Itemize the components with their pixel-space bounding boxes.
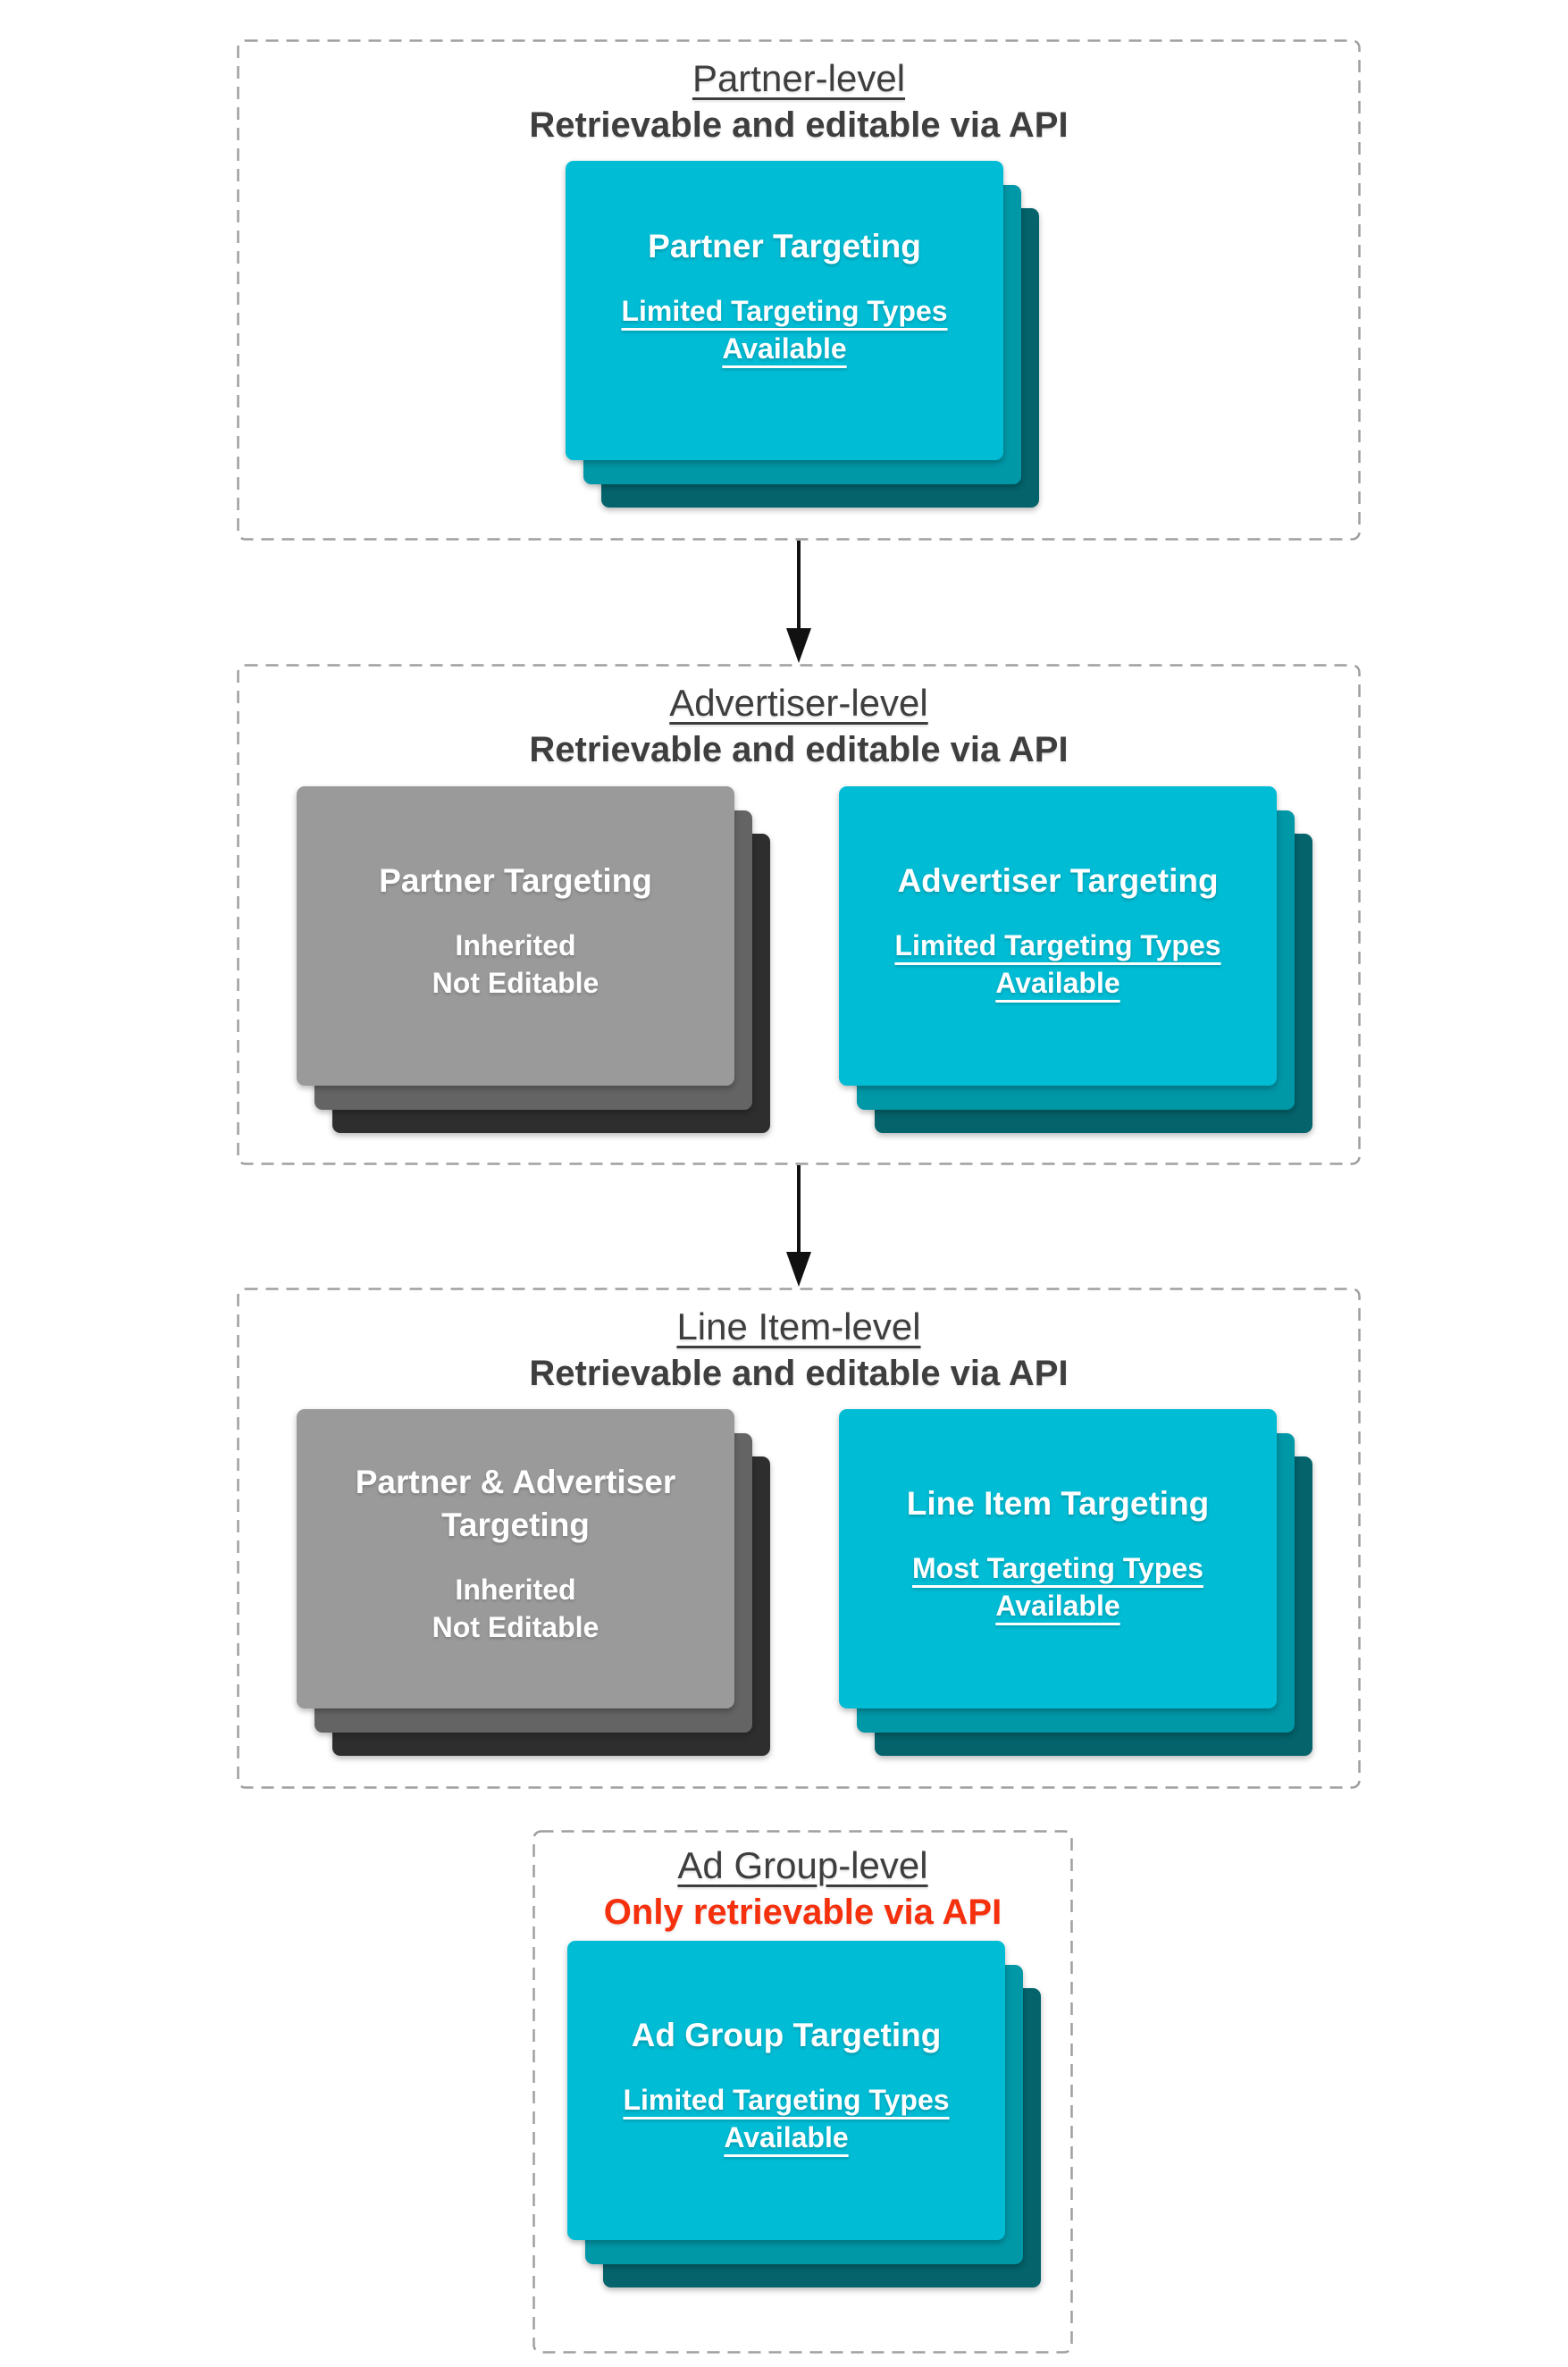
section-subtitle: Retrievable and editable via API bbox=[529, 730, 1069, 769]
section-line-item-level: Line Item-level Retrievable and editable… bbox=[237, 1288, 1361, 1789]
card-title: Advertiser Targeting bbox=[897, 862, 1219, 899]
card-subtitle: Limited Targeting Types Available bbox=[894, 927, 1220, 1002]
section-subtitle: Retrievable and editable via API bbox=[529, 105, 1069, 145]
card-title: Ad Group Targeting bbox=[631, 2017, 942, 2053]
card-subtitle-line: Not Editable bbox=[432, 1611, 600, 1643]
card-stack-ad-group-targeting: Ad Group Targeting Limited Targeting Typ… bbox=[567, 1941, 1043, 2291]
card-subtitle-line: Limited Targeting Types bbox=[621, 295, 948, 327]
card-subtitle-line: Limited Targeting Types bbox=[623, 2084, 950, 2116]
down-arrow-icon bbox=[786, 1165, 811, 1287]
card-subtitle-line: Most Targeting Types bbox=[912, 1552, 1203, 1584]
card-subtitle-line: Limited Targeting Types bbox=[894, 929, 1221, 961]
section-advertiser-level: Advertiser-level Retrievable and editabl… bbox=[237, 664, 1361, 1165]
partner-targeting-card: Partner Targeting Limited Targeting Type… bbox=[566, 161, 1003, 460]
inherited-partner-targeting-card: Partner Targeting Inherited Not Editable bbox=[297, 786, 734, 1086]
card-stack-line-item-targeting: Line Item Targeting Most Targeting Types… bbox=[839, 1409, 1314, 1759]
card-subtitle: Inherited Not Editable bbox=[432, 927, 600, 1002]
advertiser-targeting-card: Advertiser Targeting Limited Targeting T… bbox=[839, 786, 1277, 1086]
section-partner-level: Partner-level Retrievable and editable v… bbox=[237, 39, 1361, 541]
section-ad-group-level: Ad Group-level Only retrievable via API … bbox=[532, 1830, 1073, 2354]
card-subtitle-line: Available bbox=[722, 332, 847, 365]
card-title: Partner Targeting bbox=[648, 228, 921, 264]
inherited-partner-advertiser-targeting-card: Partner & Advertiser Targeting Inherited… bbox=[297, 1409, 734, 1708]
dashed-border bbox=[237, 664, 1361, 1165]
card-subtitle: Limited Targeting Types Available bbox=[621, 292, 947, 367]
section-title: Advertiser-level bbox=[669, 682, 928, 724]
section-title: Ad Group-level bbox=[677, 1844, 928, 1886]
section-subtitle: Only retrievable via API bbox=[603, 1893, 1002, 1932]
ad-group-targeting-card: Ad Group Targeting Limited Targeting Typ… bbox=[567, 1941, 1005, 2240]
line-item-targeting-card: Line Item Targeting Most Targeting Types… bbox=[839, 1409, 1277, 1708]
section-subtitle: Retrievable and editable via API bbox=[529, 1354, 1069, 1393]
card-stack-partner-targeting: Partner Targeting Limited Targeting Type… bbox=[566, 161, 1041, 511]
card-stack-inherited-partner-advertiser-targeting: Partner & Advertiser Targeting Inherited… bbox=[297, 1409, 772, 1759]
section-title: Line Item-level bbox=[676, 1305, 921, 1347]
dashed-border bbox=[237, 1288, 1361, 1789]
card-subtitle-line: Not Editable bbox=[432, 967, 600, 999]
card-title: Line Item Targeting bbox=[906, 1485, 1210, 1522]
section-title: Partner-level bbox=[692, 57, 906, 99]
card-subtitle-line: Available bbox=[724, 2121, 849, 2153]
down-arrow-icon bbox=[786, 541, 811, 663]
card-subtitle-line: Available bbox=[995, 1590, 1120, 1622]
card-subtitle: Most Targeting Types Available bbox=[912, 1549, 1203, 1624]
dashed-border bbox=[237, 39, 1361, 541]
card-title: Partner Targeting bbox=[379, 862, 652, 899]
card-stack-advertiser-targeting: Advertiser Targeting Limited Targeting T… bbox=[839, 786, 1314, 1137]
card-title: Partner & Advertiser Targeting bbox=[355, 1464, 676, 1543]
card-subtitle-line: Inherited bbox=[455, 1574, 576, 1606]
card-subtitle: Inherited Not Editable bbox=[432, 1571, 600, 1646]
dashed-border bbox=[532, 1830, 1073, 2354]
card-subtitle-line: Inherited bbox=[455, 929, 576, 961]
card-subtitle-line: Available bbox=[995, 967, 1120, 999]
card-stack-inherited-partner-targeting: Partner Targeting Inherited Not Editable bbox=[297, 786, 772, 1137]
card-subtitle: Limited Targeting Types Available bbox=[623, 2081, 949, 2156]
